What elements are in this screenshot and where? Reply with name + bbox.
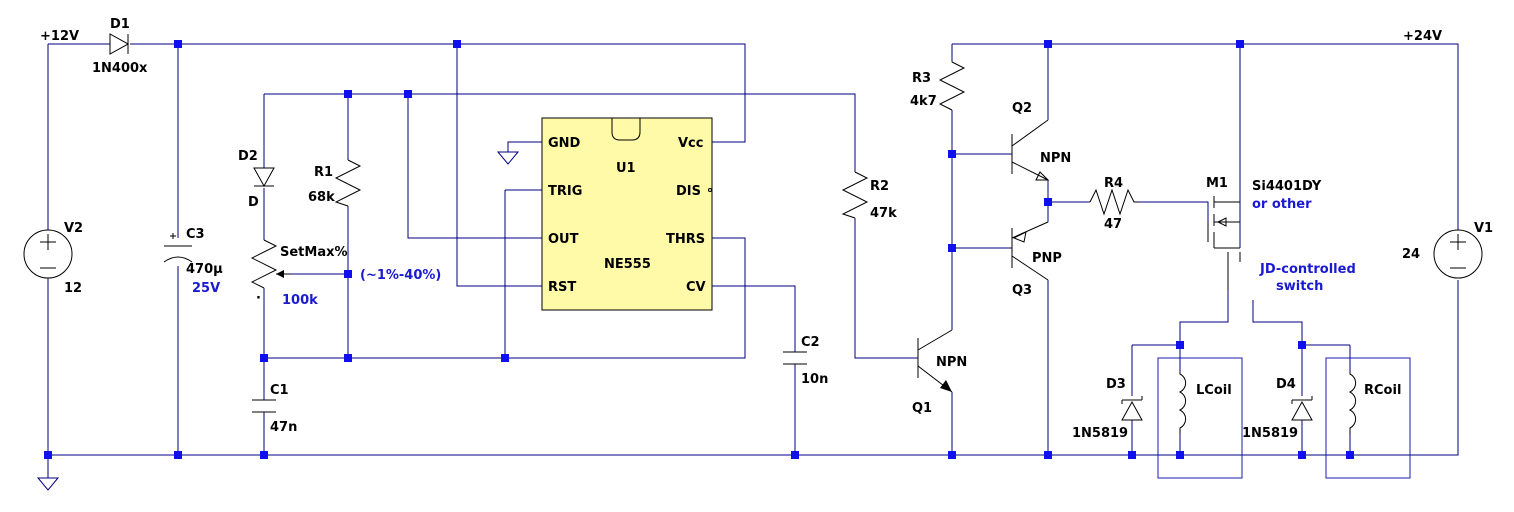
d1-ref: D1 <box>110 17 130 32</box>
v2-value: 12 <box>64 281 82 296</box>
q1-ref: Q1 <box>912 401 932 416</box>
lcoil-box <box>1157 357 1243 479</box>
u1-value: NE555 <box>604 257 651 272</box>
voltage-source-v2 <box>23 229 73 279</box>
c2-value: 10n <box>801 372 828 387</box>
coil-l <box>1178 372 1187 434</box>
pot-value: 100k <box>282 293 318 308</box>
pin-rst-label: RST <box>548 280 576 295</box>
pin-out-label: OUT <box>548 232 579 247</box>
d2-value: D <box>248 195 259 210</box>
pin-thrs-label: THRS <box>666 232 705 247</box>
ground-symbol-gnd-pin <box>496 151 520 165</box>
transistor-q2 <box>1011 119 1050 181</box>
voltage-source-v1 <box>1433 229 1483 279</box>
resistor-r3 <box>938 61 966 111</box>
v1-ref: V1 <box>1474 221 1493 236</box>
rcoil-box <box>1325 357 1411 479</box>
rail-label-12v: +12V <box>40 29 79 44</box>
switch-note-line1: JD-controlled <box>1259 262 1356 277</box>
rcoil-ref: RCoil <box>1364 383 1401 398</box>
r4-value: 47 <box>1104 217 1122 232</box>
capacitor-c3 <box>163 233 193 263</box>
wires <box>47 43 1459 478</box>
r3-value: 4k7 <box>910 94 937 109</box>
d3-ref: D3 <box>1106 377 1126 392</box>
capacitor-c1 <box>252 399 276 413</box>
diode-d4 <box>1291 396 1313 421</box>
diode-d1 <box>109 33 130 55</box>
c2-ref: C2 <box>801 335 820 350</box>
pot-ref: SetMax% <box>280 245 348 260</box>
m1-ref: M1 <box>1206 176 1228 191</box>
transistor-q1 <box>917 329 953 393</box>
lcoil-ref: LCoil <box>1196 383 1232 398</box>
r2-ref: R2 <box>870 179 889 194</box>
resistor-r4 <box>1089 188 1138 216</box>
transistor-q3 <box>1011 221 1049 281</box>
diode-d3 <box>1121 396 1143 421</box>
r1-ref: R1 <box>314 165 333 180</box>
m1-note: or other <box>1252 197 1312 212</box>
resistor-r2 <box>841 171 869 219</box>
rail-label-24v: +24V <box>1403 29 1442 44</box>
c1-value: 47n <box>270 420 297 435</box>
junction-dots <box>44 40 1354 459</box>
r3-ref: R3 <box>912 71 931 86</box>
capacitor-c2 <box>783 351 807 365</box>
pin-dis-label: DIS <box>676 184 701 199</box>
pin-cv-label: CV <box>686 280 706 295</box>
m1-value: Si4401DY <box>1252 179 1322 194</box>
d3-value: 1N5819 <box>1072 426 1128 441</box>
c3-ref: C3 <box>186 227 205 242</box>
resistor-r1 <box>334 159 362 207</box>
q3-ref: Q3 <box>1012 283 1032 298</box>
pin-vcc-label: Vcc <box>678 136 703 151</box>
pot-range-note: (~1%-40%) <box>360 268 441 283</box>
ground-symbol-main <box>36 477 60 491</box>
pot-dot: · <box>256 291 261 306</box>
c1-ref: C1 <box>270 383 289 398</box>
ne555-chip <box>541 117 713 311</box>
mosfet-m1 <box>1207 196 1240 249</box>
relay-switch <box>1227 252 1241 290</box>
c3-value: 470µ <box>186 262 223 277</box>
d1-value: 1N400x <box>92 61 148 76</box>
coil-r <box>1348 372 1357 434</box>
pin-trig-label: TRIG <box>548 184 582 199</box>
v1-value: 24 <box>1402 247 1420 262</box>
switch-note-line2: switch <box>1276 279 1323 294</box>
d2-ref: D2 <box>238 149 258 164</box>
q3-value: PNP <box>1032 251 1062 266</box>
d4-value: 1N5819 <box>1242 426 1298 441</box>
r4-ref: R4 <box>1104 176 1123 191</box>
r2-value: 47k <box>870 206 897 221</box>
q1-value: NPN <box>936 355 967 370</box>
potentiometer-setmax <box>250 239 290 289</box>
u1-ref: U1 <box>616 161 636 176</box>
c3-voltage-note: 25V <box>192 281 220 296</box>
d4-ref: D4 <box>1276 377 1296 392</box>
q2-value: NPN <box>1040 151 1071 166</box>
pin-gnd-label: GND <box>548 136 581 151</box>
diode-d2 <box>253 167 275 188</box>
q2-ref: Q2 <box>1012 101 1032 116</box>
v2-ref: V2 <box>64 221 83 236</box>
r1-value: 68k <box>308 190 335 205</box>
